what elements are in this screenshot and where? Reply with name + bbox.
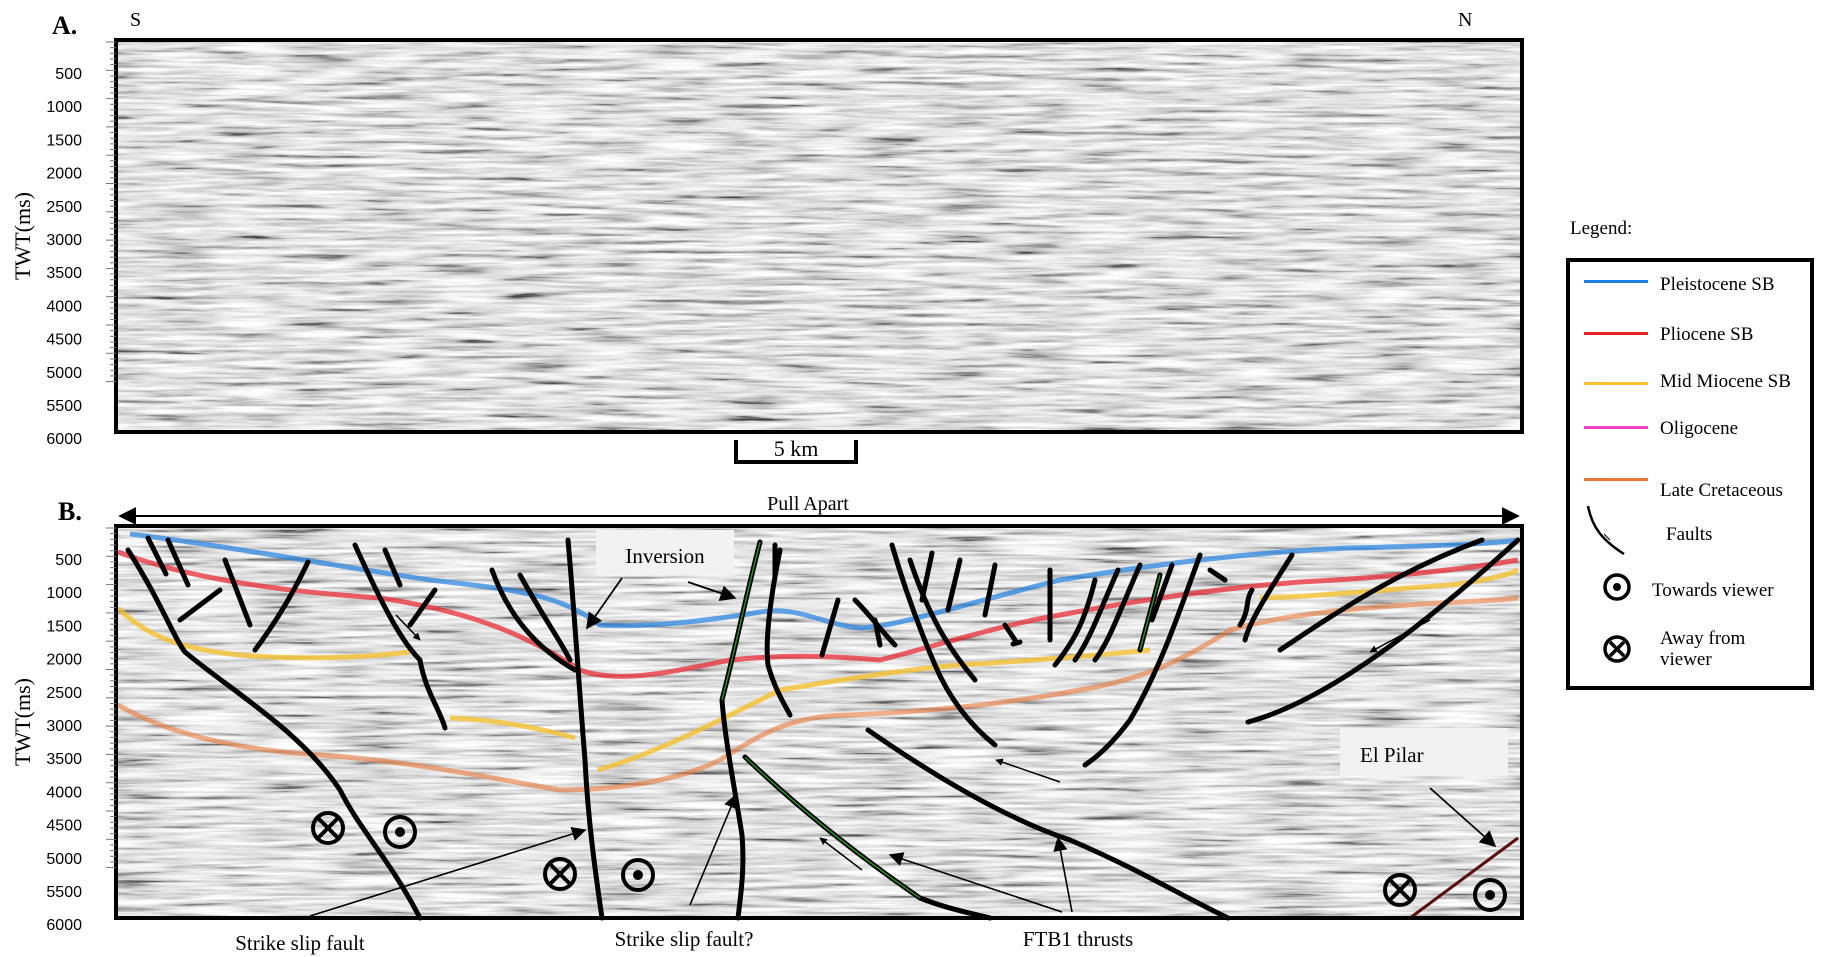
legend-title: Legend: [1570, 218, 1633, 239]
strike-slip-annotation-2: Strike slip fault? [615, 793, 754, 951]
faults-label: Faults [1666, 524, 1713, 545]
strike-slip-label-2: Strike slip fault? [615, 927, 754, 951]
panel-a-label: A. [52, 11, 77, 40]
el-pilar-label: El Pilar [1360, 743, 1424, 767]
away-from-viewer-label: Away from viewer [1660, 628, 1746, 670]
late-cretaceous-horizon [116, 595, 1519, 793]
ftb1-label: FTB1 thrusts [1023, 927, 1133, 951]
seismic-section-a [114, 38, 1524, 434]
y-axis-a: 500 1000 1500 2000 2500 3000 3500 4000 4500 5000 5… [10, 41, 116, 448]
pleistocene-horizon [129, 531, 1519, 631]
tick-label: 3500 [46, 265, 82, 282]
mid-miocene-horizon-4 [1259, 567, 1520, 601]
tick-label: 3000 [46, 718, 82, 735]
mid-miocene-horizon-2 [449, 715, 576, 741]
oligocene-swatch [1584, 426, 1648, 429]
y-axis-label-b: TWT(ms) [10, 678, 35, 766]
tick-label: 5000 [46, 365, 82, 382]
pull-apart-arrow: Pull Apart [118, 493, 1520, 525]
tick-label: 6000 [46, 917, 82, 934]
towards-symbol [621, 858, 655, 892]
towards-symbol [383, 815, 417, 849]
away-from-viewer-icon [1603, 635, 1631, 663]
oligocene-label: Oligocene [1660, 418, 1739, 439]
fault-green-traces [721, 541, 1161, 899]
inversion-annotation: Inversion [586, 530, 737, 630]
pull-apart-label: Pull Apart [767, 493, 849, 515]
inversion-label: Inversion [625, 544, 705, 568]
el-pilar-annotation: El Pilar [1340, 728, 1508, 848]
mid-miocene-horizon-3 [597, 647, 1151, 773]
towards-viewer-icon [1603, 573, 1631, 601]
late-cretaceous-swatch [1584, 478, 1648, 481]
tick-label: 4500 [46, 332, 82, 349]
tick-label: 2500 [46, 199, 82, 216]
seismic-section-b [116, 526, 1522, 918]
away-symbol [1383, 873, 1417, 907]
tick-label: 2000 [46, 166, 82, 183]
y-axis-label-a: TWT(ms) [10, 192, 35, 280]
scale-bar-label: 5 km [774, 436, 819, 461]
pliocene-label: Pliocene SB [1660, 324, 1754, 345]
scale-bar: 5 km [734, 436, 858, 464]
late-cretaceous-label: Late Cretaceous [1660, 480, 1783, 501]
tick-label: 3000 [46, 232, 82, 249]
tick-label: 5500 [46, 884, 82, 901]
legend: Pleistocene SB Pliocene SB Mid Miocene S… [1566, 258, 1814, 690]
tick-label: 1000 [46, 585, 82, 602]
north-label: N [1458, 9, 1472, 31]
towards-viewer-label: Towards viewer [1652, 580, 1774, 601]
away-symbol [543, 857, 577, 891]
tick-label: 4500 [46, 818, 82, 835]
pleistocene-swatch [1584, 280, 1648, 283]
pleistocene-label: Pleistocene SB [1660, 274, 1775, 295]
mid-miocene-horizon [116, 606, 411, 661]
south-label: S [130, 9, 141, 31]
ftb1-annotation: FTB1 thrusts [888, 836, 1133, 951]
tick-label: 4000 [46, 784, 82, 801]
panel-b-label: B. [58, 497, 82, 526]
horizons [116, 531, 1520, 793]
tick-label: 2500 [46, 685, 82, 702]
tick-label: 5000 [46, 851, 82, 868]
pliocene-swatch [1584, 332, 1648, 335]
y-axis-b: 500 1000 1500 2000 2500 3000 3500 4000 4500 5000 5… [10, 527, 116, 934]
strike-slip-label-1: Strike slip fault [235, 931, 365, 955]
motion-arrows [395, 614, 1431, 871]
fault-symbol-icon [1586, 505, 1625, 556]
tick-label: 1500 [46, 618, 82, 635]
section-b-frame [114, 524, 1524, 920]
mid-miocene-swatch [1584, 382, 1648, 385]
towards-symbol [1473, 878, 1507, 912]
el-pilar-fault [1409, 836, 1519, 920]
away-symbol [311, 811, 345, 845]
tick-label: 500 [55, 66, 82, 83]
faults [125, 535, 1521, 921]
mid-miocene-label: Mid Miocene SB [1660, 371, 1791, 392]
tick-label: 3500 [46, 751, 82, 768]
tick-label: 6000 [46, 431, 82, 448]
tick-label: 1500 [46, 132, 82, 149]
tick-label: 2000 [46, 652, 82, 669]
strike-slip-annotation-1: Strike slip fault [235, 826, 587, 955]
tick-label: 5500 [46, 398, 82, 415]
tick-label: 1000 [46, 99, 82, 116]
tick-label: 4000 [46, 298, 82, 315]
tick-label: 500 [55, 552, 82, 569]
